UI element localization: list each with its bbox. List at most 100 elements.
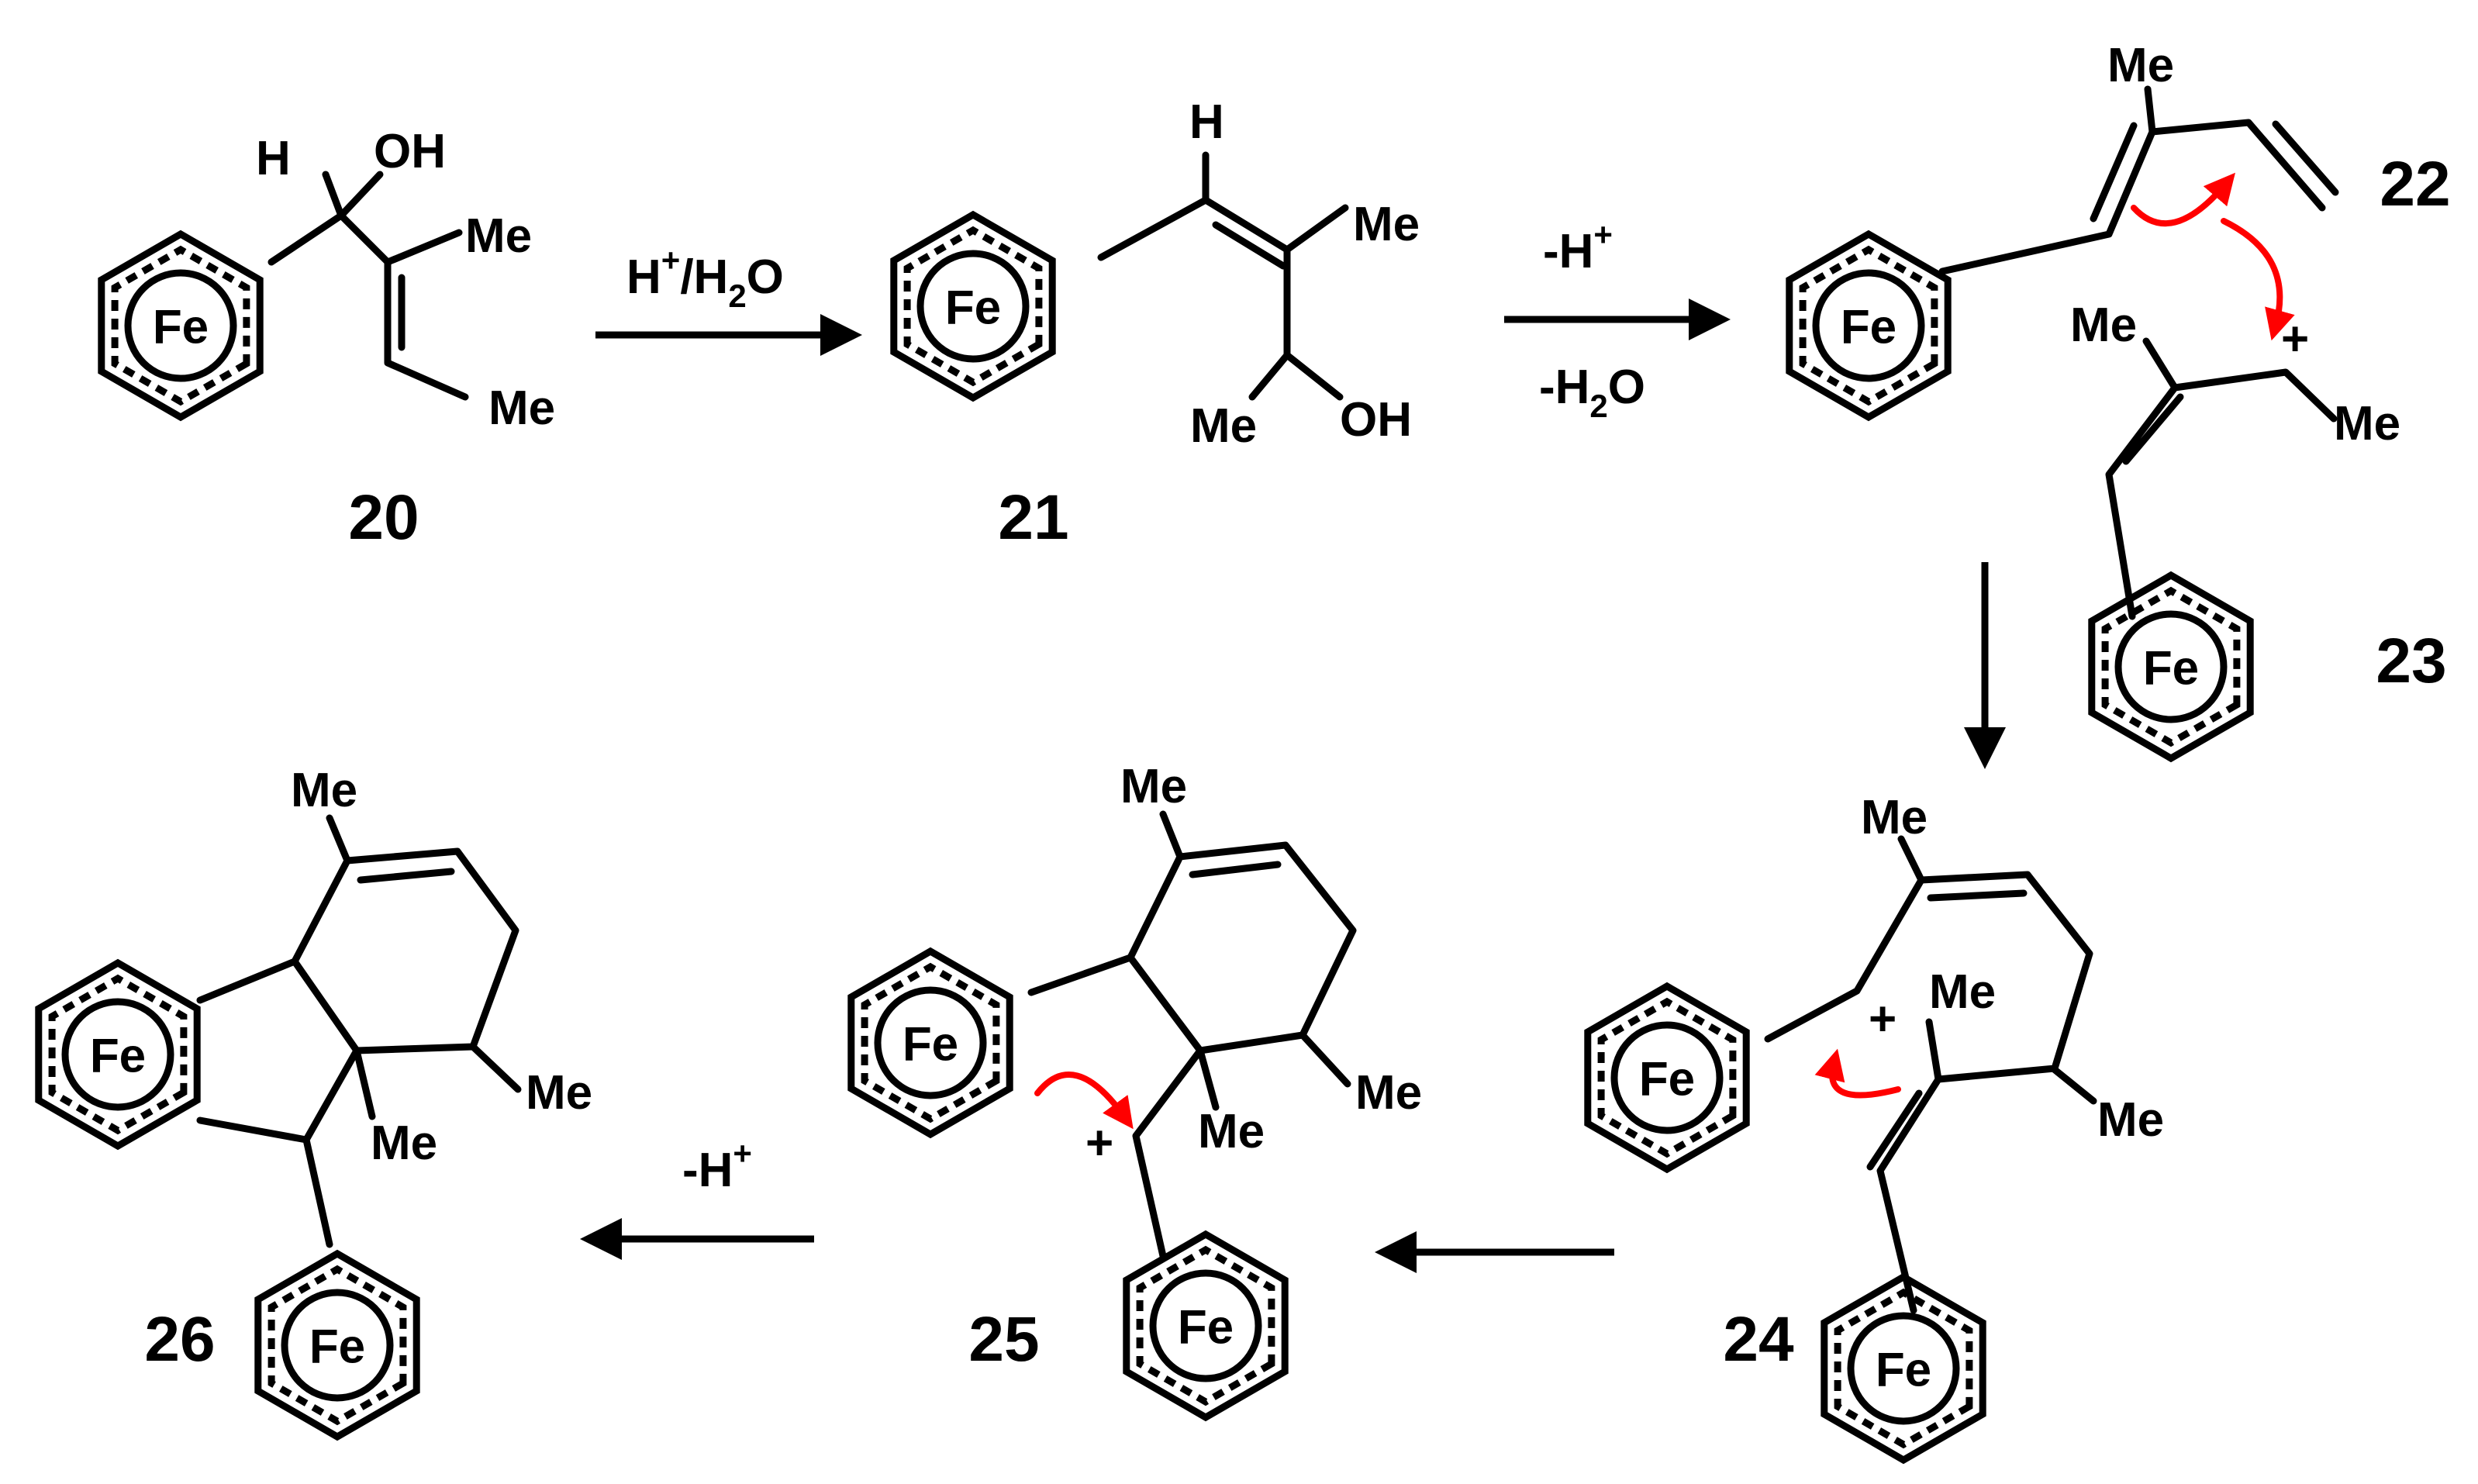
- cyclopentadienyl-ring: [2088, 571, 2254, 763]
- atom-oh: OH: [1340, 393, 1412, 447]
- aromatic-circle: [874, 986, 987, 1099]
- atom-h: H: [1189, 95, 1224, 149]
- aromatic-circle: [1812, 269, 1925, 382]
- atom-fe: Fe: [1876, 1344, 1931, 1397]
- atom-me: Me: [2097, 1093, 2164, 1147]
- cyclopentadienyl-ring: [35, 958, 201, 1151]
- atom-h: H: [256, 132, 291, 185]
- atom-me: Me: [1861, 791, 1928, 844]
- atom-me: Me: [371, 1116, 437, 1170]
- ferrocenyl-group: Fe: [890, 210, 1056, 402]
- compound-24: Me + Me Me 24: [1723, 791, 2164, 1375]
- compound-26: Me Me Me 26: [144, 764, 592, 1375]
- curly-arrow: [2131, 172, 2235, 227]
- atom-me: Me: [465, 209, 532, 263]
- ferrocenyl-group: Fe: [254, 1249, 420, 1441]
- atom-me: Me: [1190, 399, 1257, 453]
- atom-fe: Fe: [1178, 1301, 1234, 1355]
- atom-fe: Fe: [1841, 301, 1896, 354]
- atom-me: Me: [1198, 1105, 1265, 1158]
- atom-fe: Fe: [309, 1320, 365, 1374]
- cyclopentadienyl-ring: [890, 210, 1056, 402]
- atom-fe: Fe: [945, 281, 1001, 335]
- atom-me: Me: [526, 1066, 592, 1120]
- ferrocenyl-group: Fe: [847, 947, 1013, 1139]
- aromatic-circle: [2114, 610, 2228, 723]
- cation-plus: +: [1085, 1116, 1113, 1170]
- compound-label-20: 20: [348, 482, 419, 553]
- compound-label-23: 23: [2376, 626, 2446, 696]
- aromatic-circle: [1847, 1312, 1960, 1425]
- atom-me: Me: [291, 764, 357, 817]
- ferrocenyl-group: Fe: [1786, 230, 1952, 422]
- cyclopentadienyl-ring: [1786, 230, 1952, 422]
- atom-me: Me: [1120, 760, 1187, 813]
- aromatic-circle: [281, 1289, 394, 1402]
- compound-label-21: 21: [998, 482, 1068, 553]
- ferrocenyl-group: Fe: [98, 230, 264, 422]
- cyclopentadienyl-ring: [98, 230, 264, 422]
- compound-label-22: 22: [2380, 149, 2450, 219]
- cyclopentadienyl-ring-inner: [267, 1265, 407, 1426]
- cation-plus: +: [2281, 312, 2309, 366]
- cyclopentadienyl-ring-inner: [111, 245, 250, 406]
- compound-25: Me Me Me + 25: [968, 760, 1422, 1375]
- aromatic-circle: [61, 998, 174, 1111]
- atom-fe: Fe: [153, 301, 209, 354]
- compound-22: Me 22: [1938, 39, 2451, 275]
- atom-fe: Fe: [90, 1030, 146, 1083]
- cyclopentadienyl-ring: [254, 1249, 420, 1441]
- atom-me: Me: [2334, 397, 2400, 450]
- compound-20: H OH Me Me 20: [256, 125, 555, 553]
- compound-label-25: 25: [968, 1304, 1039, 1375]
- aromatic-circle: [1610, 1021, 1724, 1134]
- cyclopentadienyl-ring-inner: [1597, 997, 1737, 1158]
- condition-acid-water: H+/H2O: [626, 242, 784, 314]
- atom-me: Me: [488, 381, 555, 435]
- aromatic-circle: [124, 269, 237, 382]
- cyclopentadienyl-ring: [1821, 1272, 1986, 1465]
- curly-arrow: [1814, 1048, 1901, 1099]
- cyclopentadienyl-ring-inner: [1799, 245, 1938, 406]
- step-5: -H+: [580, 1135, 814, 1260]
- atom-fe: Fe: [2143, 642, 2199, 695]
- ferrocenyl-group: Fe: [1123, 1230, 1289, 1422]
- step-1: H+/H2O: [595, 242, 862, 356]
- curly-arrow: [2221, 218, 2295, 341]
- cyclopentadienyl-ring-inner: [1136, 1245, 1275, 1406]
- ferrocenyl-group: Fe: [2088, 571, 2254, 763]
- cyclopentadienyl-ring: [1584, 982, 1750, 1174]
- cyclopentadienyl-ring: [1123, 1230, 1289, 1422]
- cyclopentadienyl-ring-inner: [903, 226, 1043, 387]
- atom-me: Me: [2107, 39, 2174, 92]
- ferrocenyl-group: Fe: [1584, 982, 1750, 1174]
- ferrocenyl-group: Fe: [35, 958, 201, 1151]
- cyclopentadienyl-ring-inner: [1834, 1288, 1973, 1449]
- aromatic-circle: [916, 250, 1030, 363]
- cyclopentadienyl-ring-inner: [2101, 586, 2241, 747]
- compound-21: H Me Me OH 21: [998, 95, 1420, 553]
- compound-label-26: 26: [144, 1304, 215, 1375]
- compound-23: Me + Me 23: [2070, 299, 2447, 696]
- cyclopentadienyl-ring: [847, 947, 1013, 1139]
- atom-oh: OH: [374, 125, 446, 178]
- cyclopentadienyl-ring-inner: [48, 974, 188, 1135]
- curly-arrow: [1034, 1072, 1134, 1130]
- cyclopentadienyl-ring-inner: [861, 962, 1000, 1123]
- aromatic-circle: [1149, 1269, 1262, 1382]
- atom-fe: Fe: [1639, 1053, 1695, 1106]
- condition-minus-proton: -H+: [1543, 216, 1613, 278]
- atom-fe: Fe: [903, 1018, 958, 1072]
- compound-label-24: 24: [1723, 1304, 1794, 1375]
- step-2: -H+ -H2O: [1504, 216, 1731, 424]
- cation-plus: +: [1869, 992, 1896, 1046]
- ferrocenyl-group: Fe: [1821, 1272, 1986, 1465]
- atom-me: Me: [2070, 299, 2137, 352]
- atom-me: Me: [1929, 965, 1996, 1019]
- condition-minus-proton: -H+: [682, 1135, 752, 1197]
- atom-me: Me: [1355, 1066, 1422, 1120]
- atom-me: Me: [1353, 198, 1420, 251]
- condition-minus-water: -H2O: [1539, 361, 1645, 424]
